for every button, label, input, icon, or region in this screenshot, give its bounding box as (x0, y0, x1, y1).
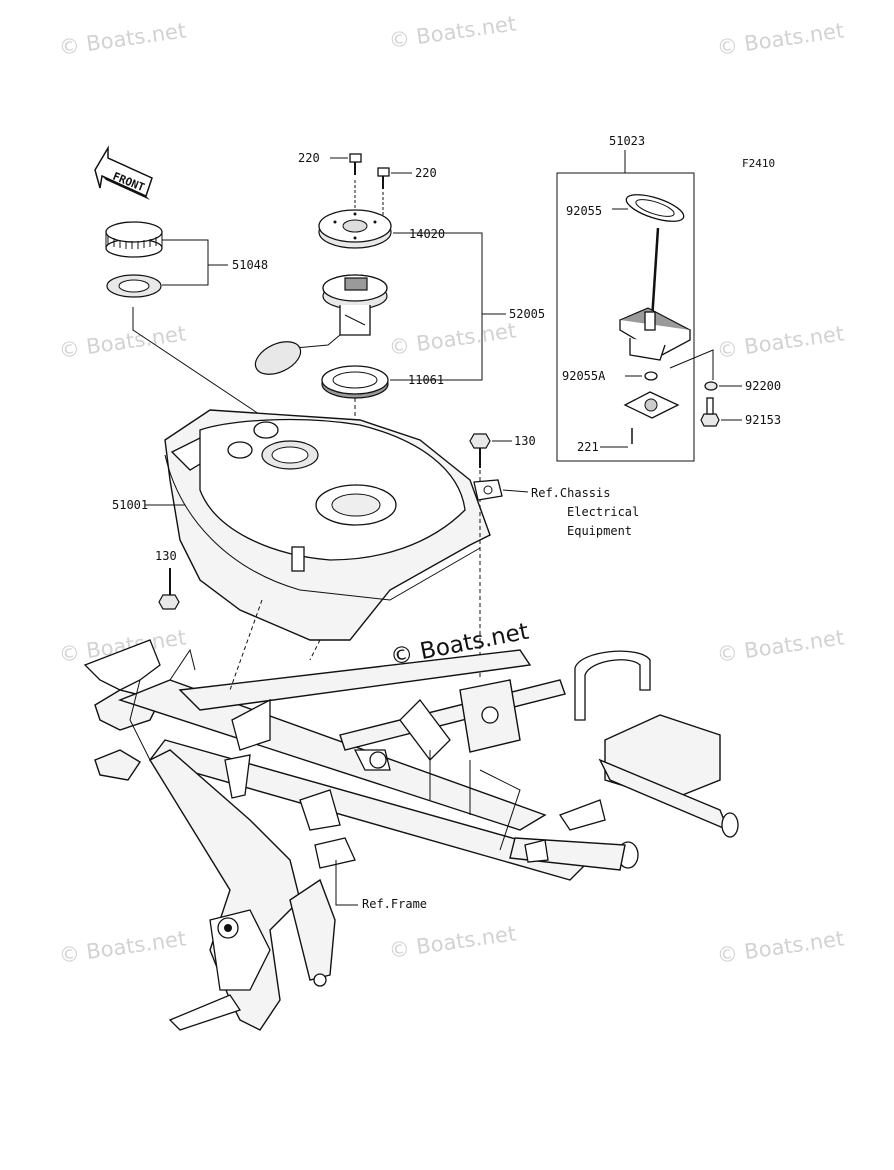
label-14020: 14020 (409, 227, 445, 241)
label-92055: 92055 (566, 204, 602, 218)
ref-chassis-line2: Electrical (567, 505, 639, 519)
bolt-130-parts (158, 433, 512, 680)
watermark-5: © Boats.net (387, 318, 517, 360)
watermark-6: © Boats.net (715, 321, 845, 363)
watermark-11: © Boats.net (715, 926, 845, 968)
watermark-4: © Boats.net (57, 321, 187, 363)
ref-chassis-line1: Ref.Chassis (531, 486, 610, 500)
fuel-pump-part (254, 274, 506, 375)
label-92055a: 92055A (562, 369, 606, 383)
watermark-3: © Boats.net (715, 18, 845, 60)
label-51023: 51023 (609, 134, 645, 148)
frame-part (83, 599, 739, 1031)
front-arrow-icon: FRONT (94, 145, 153, 200)
fuel-cap-part (105, 221, 296, 439)
label-92200: 92200 (745, 379, 781, 393)
clamp-part (473, 479, 529, 501)
label-52005: 52005 (509, 307, 545, 321)
label-92153: 92153 (745, 413, 781, 427)
screw-220-parts (330, 153, 412, 215)
watermark-1: © Boats.net (57, 18, 187, 60)
label-220-left: 220 (298, 151, 320, 165)
pump-plate-part (318, 209, 483, 381)
watermark-8: © Boats.net (715, 625, 845, 667)
fuel-tank-part (145, 409, 491, 641)
watermark-2: © Boats.net (387, 11, 517, 53)
washer-bolt-parts (700, 381, 742, 427)
gasket-part (321, 365, 404, 495)
watermark-9: © Boats.net (57, 926, 187, 968)
ref-frame-leader (335, 860, 358, 906)
sensor-box (556, 150, 714, 462)
ref-frame-label: Ref.Frame (362, 897, 427, 911)
label-220-right: 220 (415, 166, 437, 180)
label-11061: 11061 (408, 373, 444, 387)
label-221: 221 (577, 440, 599, 454)
label-51001: 51001 (112, 498, 148, 512)
label-130-left: 130 (155, 549, 177, 563)
diagram-code: F2410 (742, 157, 775, 170)
label-51048: 51048 (232, 258, 268, 272)
label-130-right: 130 (514, 434, 536, 448)
ref-chassis-line3: Equipment (567, 524, 632, 538)
watermark-10: © Boats.net (387, 921, 517, 963)
